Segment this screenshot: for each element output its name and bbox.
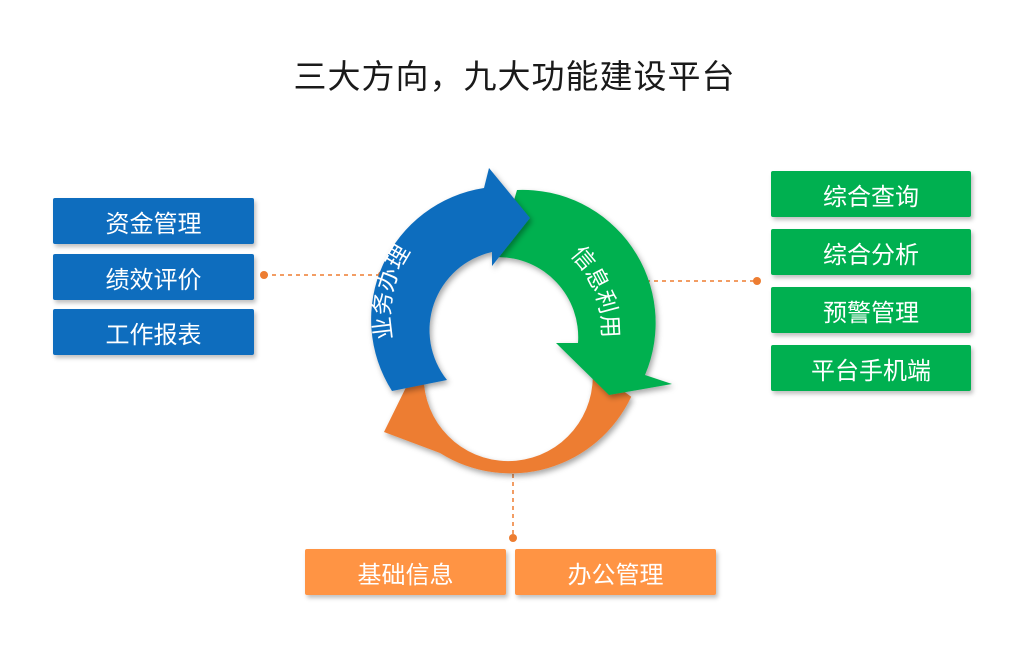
box-mobile-platform: 平台手机端 (771, 345, 971, 391)
box-office-management: 办公管理 (515, 549, 716, 595)
page-title: 三大方向，九大功能建设平台 (293, 57, 736, 96)
box-basic-info: 基础信息 (305, 549, 506, 595)
box-warning-management: 预警管理 (771, 287, 971, 333)
box-work-report: 工作报表 (53, 309, 254, 355)
cycle-label-platform: 平台建设 (469, 373, 562, 412)
connector-right (634, 277, 761, 285)
connector-bottom (509, 466, 517, 542)
box-comprehensive-query: 综合查询 (771, 171, 971, 217)
cycle-segment-green (497, 189, 672, 395)
connector-left (260, 271, 386, 279)
box-fund-management: 资金管理 (53, 198, 254, 244)
box-comprehensive-analysis: 综合分析 (771, 229, 971, 275)
cycle-segment-blue (371, 168, 530, 391)
box-performance-evaluation: 绩效评价 (53, 254, 254, 300)
cycle-segment-orange (384, 361, 632, 474)
